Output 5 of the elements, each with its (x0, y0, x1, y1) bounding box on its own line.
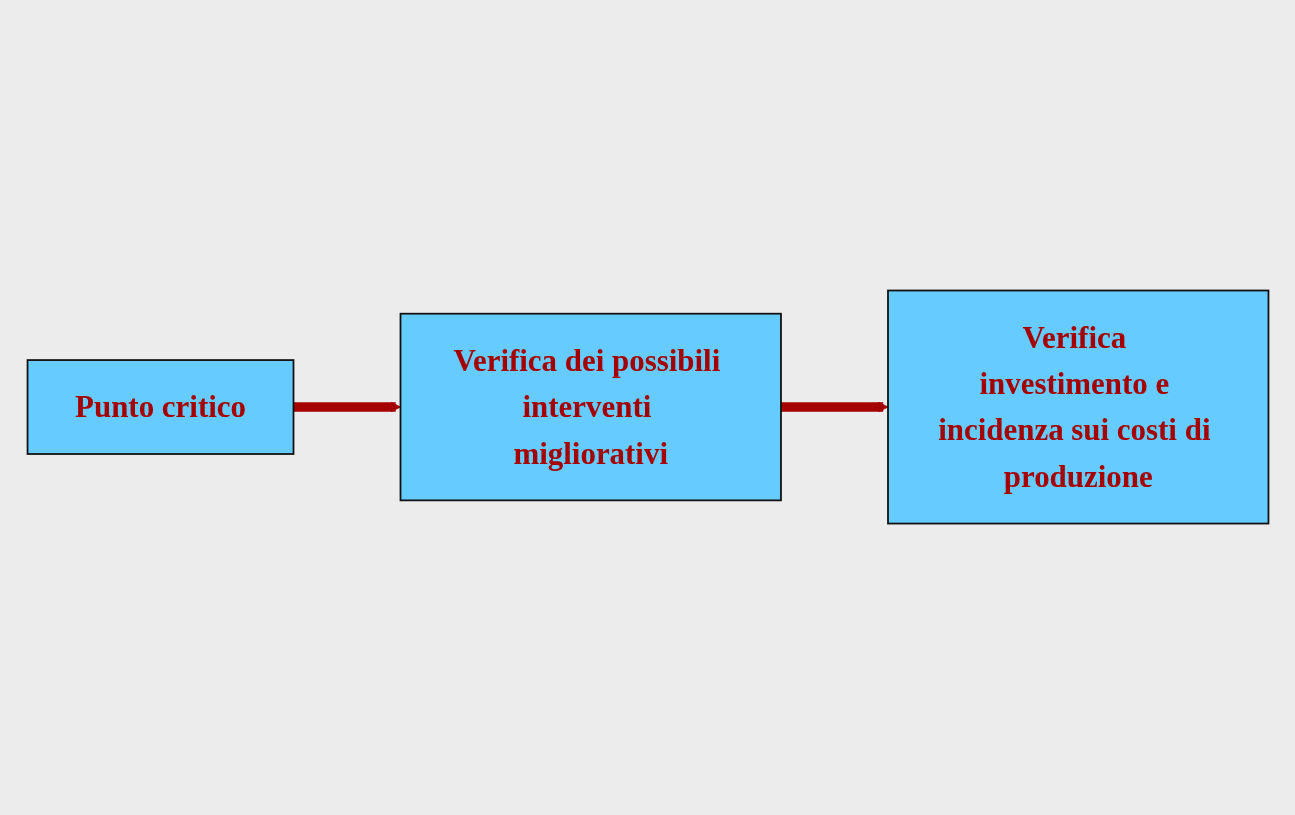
arrow (780, 402, 888, 413)
node-box: Verifica investimento e incidenza sui costi di produzione (886, 290, 1269, 525)
arrow (293, 402, 401, 413)
node-box: Punto critico (26, 359, 294, 456)
node-box: Verifica dei possibili interventi migliorativi (399, 313, 782, 502)
